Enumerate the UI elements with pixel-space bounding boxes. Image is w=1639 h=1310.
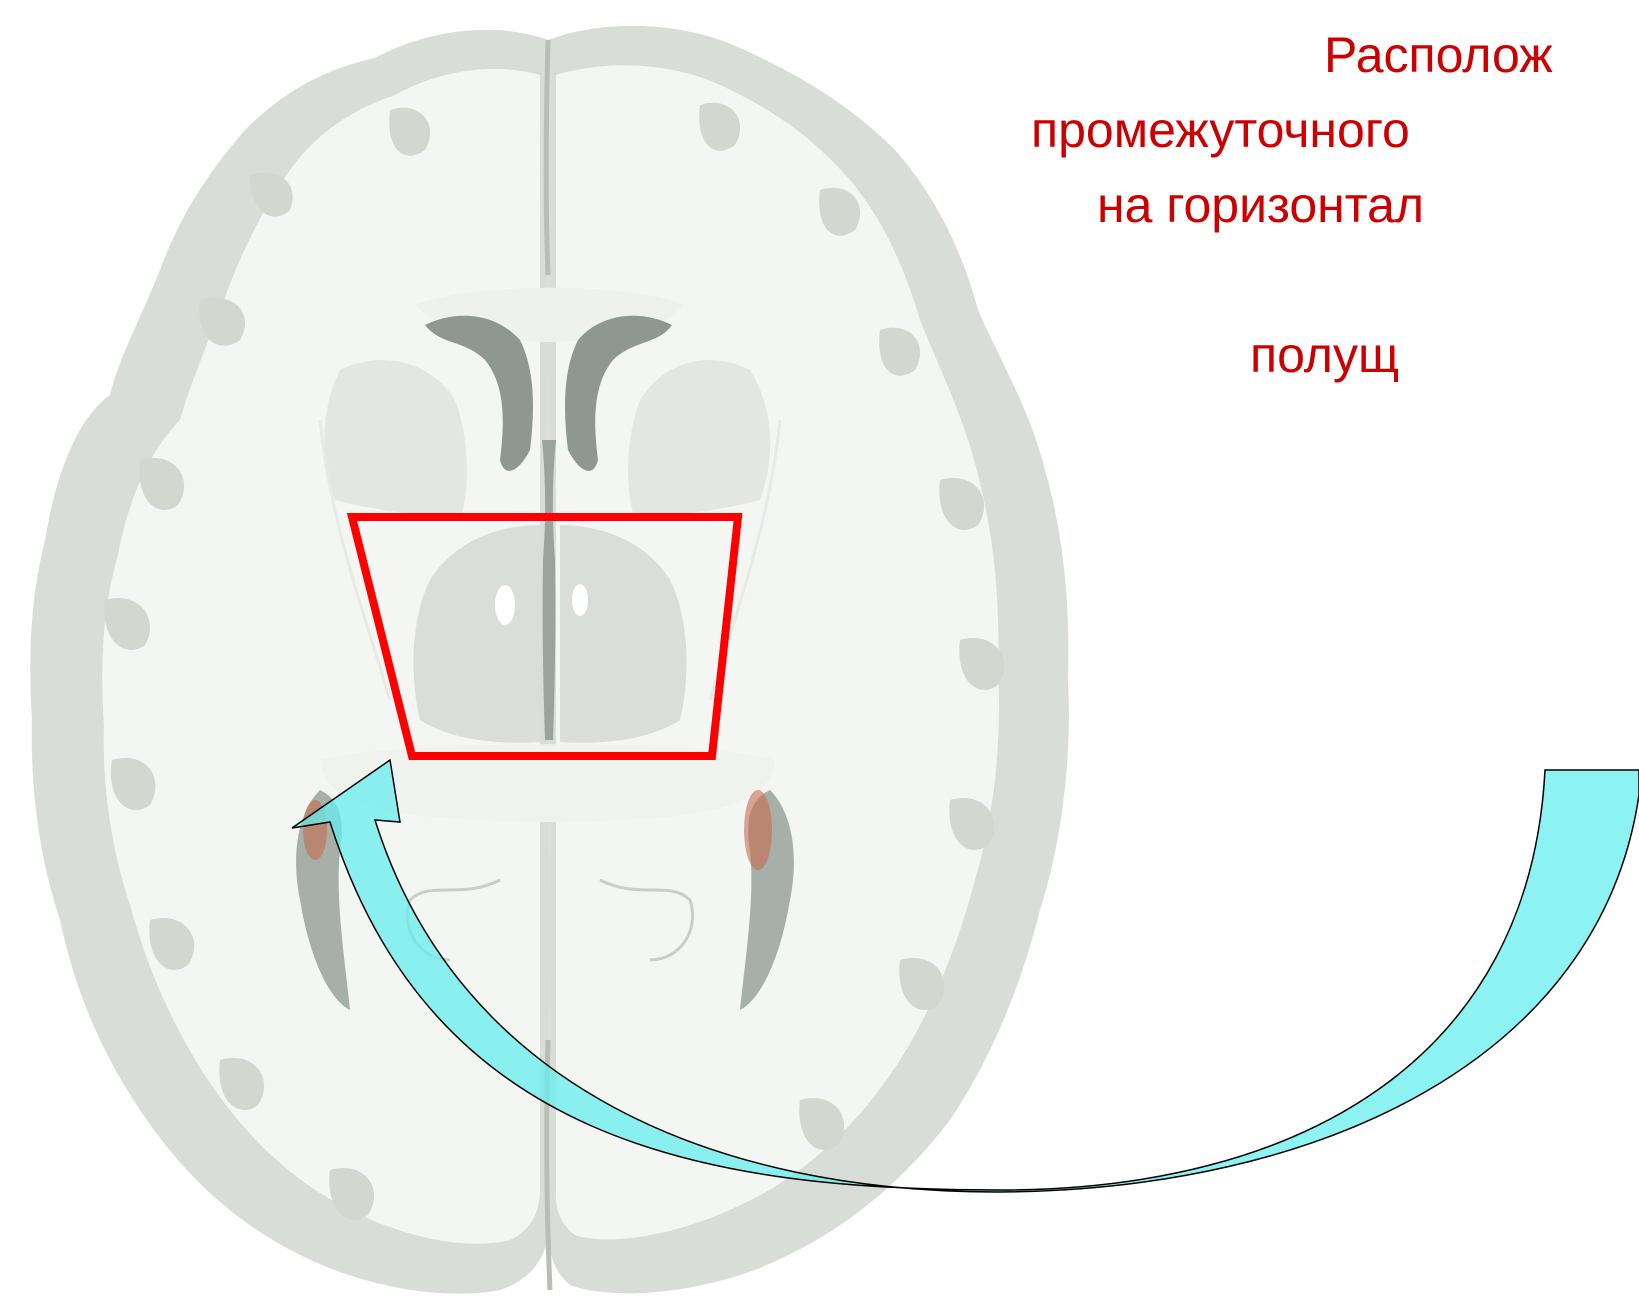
caption-line-1: Располож [1324,25,1553,85]
longitudinal-fissure-anterior [546,40,548,275]
caption-line-2: промежуточного [1031,100,1410,160]
caption-line-3: на горизонтал [1097,175,1424,235]
left-thalamus-nucleus [495,585,515,625]
caption-line-4: полущ [1250,325,1399,385]
right-thalamus-nucleus [572,584,588,616]
